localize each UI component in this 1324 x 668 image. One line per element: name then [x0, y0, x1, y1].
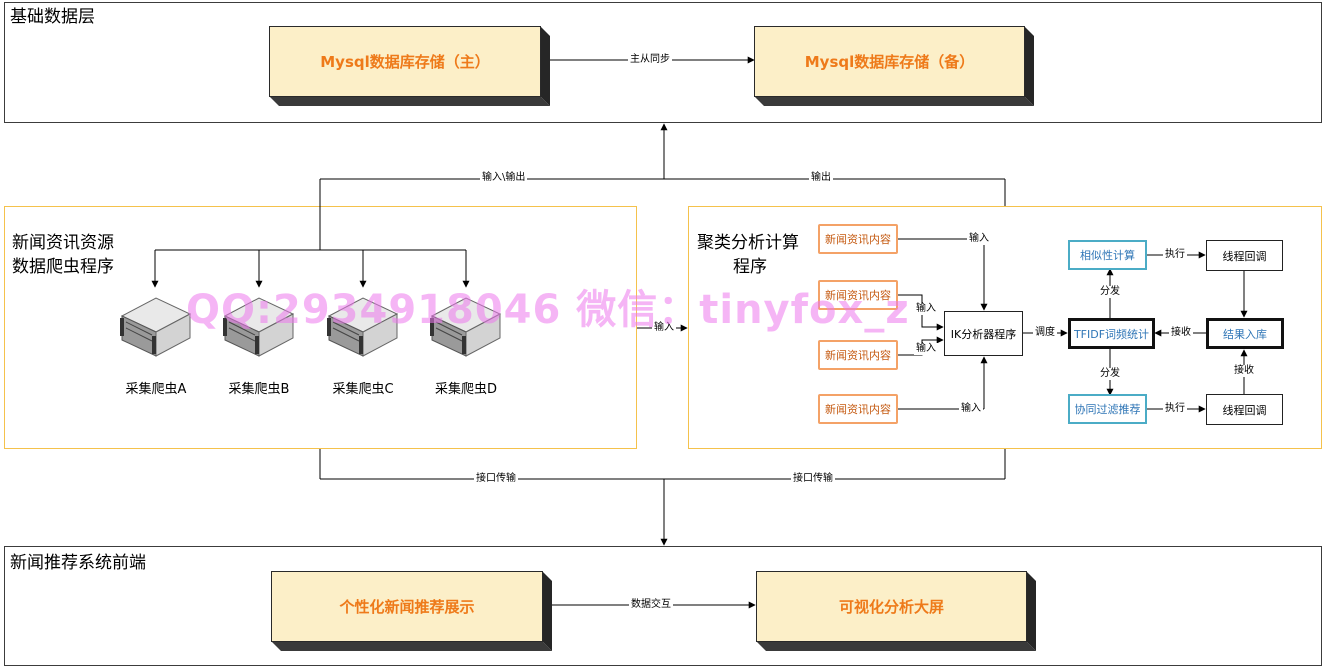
backup-db-label: Mysql数据库存储（备）	[754, 26, 1025, 97]
news-item-2: 新闻资讯内容	[818, 280, 898, 310]
execute-bottom-label: 执行	[1163, 403, 1187, 415]
crawler-server-c	[325, 292, 401, 358]
ik-analyzer-box: IK分析器程序	[944, 311, 1023, 356]
server-icon	[327, 297, 399, 357]
input-label-4: 输入	[959, 403, 983, 415]
crawler-to-cluster-label: 输入	[652, 322, 676, 334]
input-label-3: 输入	[914, 343, 938, 355]
interface-left-label: 接口传输	[474, 473, 518, 485]
crawler-b-label: 采集爬虫B	[228, 382, 290, 397]
server-icon	[120, 297, 192, 357]
news-item-3: 新闻资讯内容	[818, 340, 898, 370]
backup-db-block: Mysql数据库存储（备）	[754, 26, 1034, 106]
crawler-d-label: 采集爬虫D	[434, 382, 497, 397]
collab-filter-box: 协同过滤推荐	[1068, 394, 1147, 424]
block-3d-shadow	[271, 571, 552, 651]
distribute-up-label: 分发	[1098, 286, 1122, 298]
receive-left-label: 接收	[1169, 327, 1193, 339]
server-icon	[223, 297, 295, 357]
data-layer-title: 基础数据层	[10, 7, 95, 27]
crawler-c-label: 采集爬虫C	[332, 382, 394, 397]
primary-db-label: Mysql数据库存储（主）	[269, 26, 541, 97]
receive-down-label: 接收	[1232, 365, 1256, 377]
news-item-4: 新闻资讯内容	[818, 394, 898, 424]
cluster-title-line2: 程序	[733, 257, 767, 277]
input-label-1: 输入	[967, 233, 991, 245]
interface-right-label: 接口传输	[791, 473, 835, 485]
data-exchange-label: 数据交互	[629, 599, 673, 611]
crawler-server-b	[221, 292, 297, 358]
cluster-title-line1: 聚类分析计算	[697, 233, 799, 253]
execute-top-label: 执行	[1163, 249, 1187, 261]
personalized-label: 个性化新闻推荐展示	[271, 571, 543, 642]
sync-label: 主从同步	[628, 54, 672, 66]
dashboard-label: 可视化分析大屏	[756, 571, 1027, 642]
dispatch-label: 调度	[1033, 327, 1057, 339]
frontend-title: 新闻推荐系统前端	[10, 553, 146, 573]
block-3d-shadow	[269, 26, 550, 106]
input-label-2: 输入	[914, 303, 938, 315]
dashboard-block: 可视化分析大屏	[756, 571, 1036, 651]
primary-db-block: Mysql数据库存储（主）	[269, 26, 550, 106]
block-3d-shadow	[754, 26, 1034, 106]
block-3d-shadow	[756, 571, 1036, 651]
crawler-server-a	[118, 292, 194, 358]
crawler-server-d	[428, 292, 504, 358]
crawler-a-label: 采集爬虫A	[125, 382, 187, 397]
personalized-block: 个性化新闻推荐展示	[271, 571, 552, 651]
crawler-title-line1: 新闻资讯资源	[12, 233, 114, 253]
news-item-1: 新闻资讯内容	[818, 224, 898, 254]
similarity-box: 相似性计算	[1068, 240, 1147, 270]
distribute-down-label: 分发	[1098, 368, 1122, 380]
thread-callback-top: 线程回调	[1206, 240, 1283, 271]
server-icon	[430, 297, 502, 357]
tfidf-box: TFIDF词频统计	[1068, 318, 1155, 349]
io-label: 输入\输出	[480, 172, 528, 184]
output-label: 输出	[809, 172, 833, 184]
crawler-title-line2: 数据爬虫程序	[12, 257, 114, 277]
thread-callback-bottom: 线程回调	[1206, 394, 1283, 425]
result-store-box: 结果入库	[1206, 318, 1284, 349]
